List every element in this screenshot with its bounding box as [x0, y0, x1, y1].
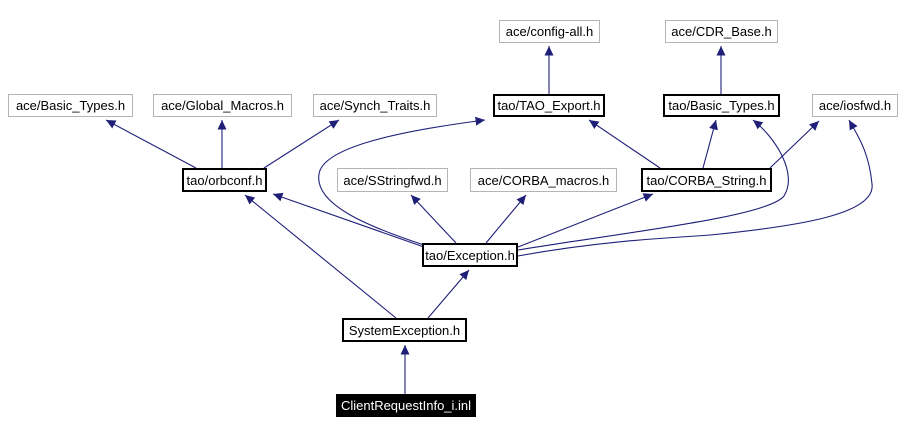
edge-orbconf-to-ace-basic-types: [105, 119, 197, 169]
node-config-all[interactable]: ace/config-all.h: [499, 20, 600, 43]
node-tao-basic-types[interactable]: tao/Basic_Types.h: [663, 94, 780, 117]
node-exception[interactable]: tao/Exception.h: [422, 243, 518, 267]
edge-exception-to-sstringfwd: [410, 194, 457, 244]
edge-exception-to-tao-basic-types: [517, 119, 789, 251]
node-orbconf[interactable]: tao/orbconf.h: [182, 168, 267, 192]
node-sstringfwd[interactable]: ace/SStringfwd.h: [337, 168, 448, 192]
edge-exception-to-orbconf: [272, 192, 425, 248]
node-synch-traits[interactable]: ace/Synch_Traits.h: [313, 94, 437, 117]
edge-exception-to-corba-macros: [485, 194, 527, 244]
edge-exception-to-iosfwd: [517, 119, 873, 257]
node-global-macros[interactable]: ace/Global_Macros.h: [153, 94, 292, 117]
node-tao-export[interactable]: tao/TAO_Export.h: [493, 94, 605, 117]
node-iosfwd[interactable]: ace/iosfwd.h: [812, 94, 898, 117]
node-ace-basic-types[interactable]: ace/Basic_Types.h: [8, 94, 133, 117]
edge-corba-string-to-tao-basic-types: [702, 119, 718, 169]
edge-exception-to-corba-string: [517, 193, 654, 248]
node-system-exception[interactable]: SystemException.h: [342, 318, 467, 342]
edge-system-exception-to-exception: [427, 269, 470, 319]
node-corba-string[interactable]: tao/CORBA_String.h: [641, 168, 772, 192]
node-cdr-base[interactable]: ace/CDR_Base.h: [665, 20, 778, 43]
edge-orbconf-to-synch-traits: [263, 119, 340, 169]
edge-corba-string-to-tao-export: [588, 119, 661, 169]
edge-corba-string-to-iosfwd: [769, 120, 820, 169]
node-corba-macros[interactable]: ace/CORBA_macros.h: [470, 168, 617, 192]
edge-exception-to-tao-export: [318, 116, 486, 246]
node-client-request-info: ClientRequestInfo_i.inl: [336, 394, 476, 417]
edge-system-exception-to-orbconf: [244, 194, 397, 319]
